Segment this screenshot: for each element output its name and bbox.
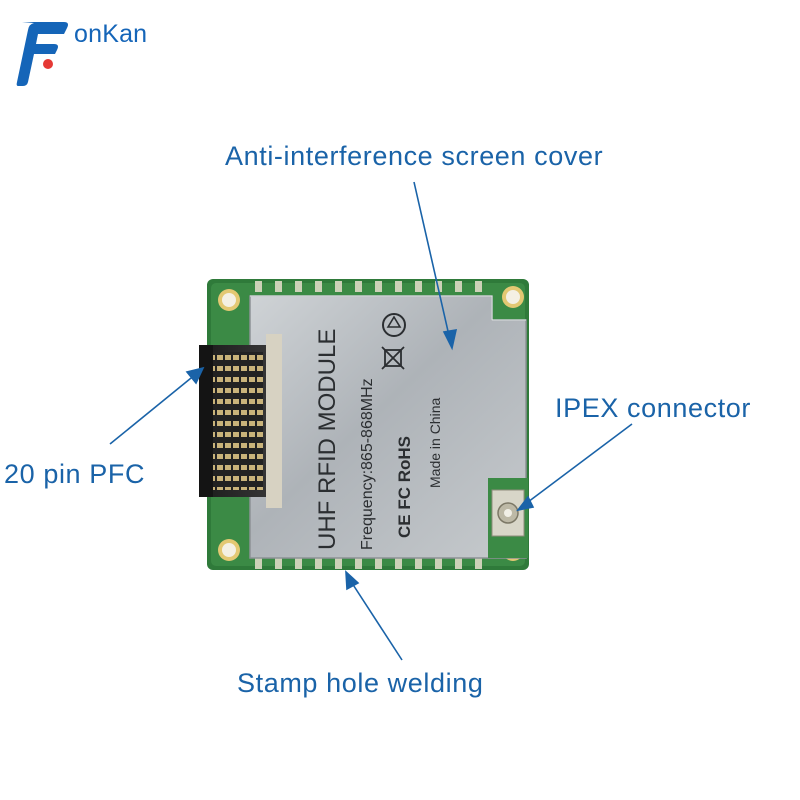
- callout-stamp-holes: Stamp hole welding: [237, 668, 484, 698]
- weee-bin-icon: [381, 346, 405, 370]
- ipex-connector: [491, 489, 525, 537]
- arrow-ipex: [523, 423, 633, 506]
- arrow-fpc-head: [185, 366, 205, 385]
- module-title-print: UHF RFID MODULE: [314, 329, 341, 550]
- fonkan-logo-icon: [16, 22, 69, 86]
- callout-ipex-connector: IPEX connector: [555, 393, 752, 423]
- fpc-connector: [199, 334, 282, 508]
- callout-shield-cover: Anti-interference screen cover: [225, 141, 604, 171]
- arrow-stamp-head: [345, 570, 360, 591]
- stamp-holes-bottom: [255, 558, 482, 569]
- arrow-shield-head: [442, 329, 458, 351]
- callout-fpc-connector: 20 pin PFC: [4, 459, 146, 489]
- module-frequency-print: Frequency:865-868MHz: [359, 378, 376, 550]
- certification-marks-print: CE FC RoHS: [395, 436, 414, 538]
- logo-text: onKan: [74, 20, 148, 48]
- arrow-ipex-head: [516, 495, 535, 512]
- origin-print: Made in China: [427, 398, 443, 488]
- arrow-fpc: [109, 373, 197, 445]
- arrow-shield: [413, 181, 451, 341]
- arrow-stamp: [349, 579, 403, 661]
- recycle-icon: [382, 313, 406, 337]
